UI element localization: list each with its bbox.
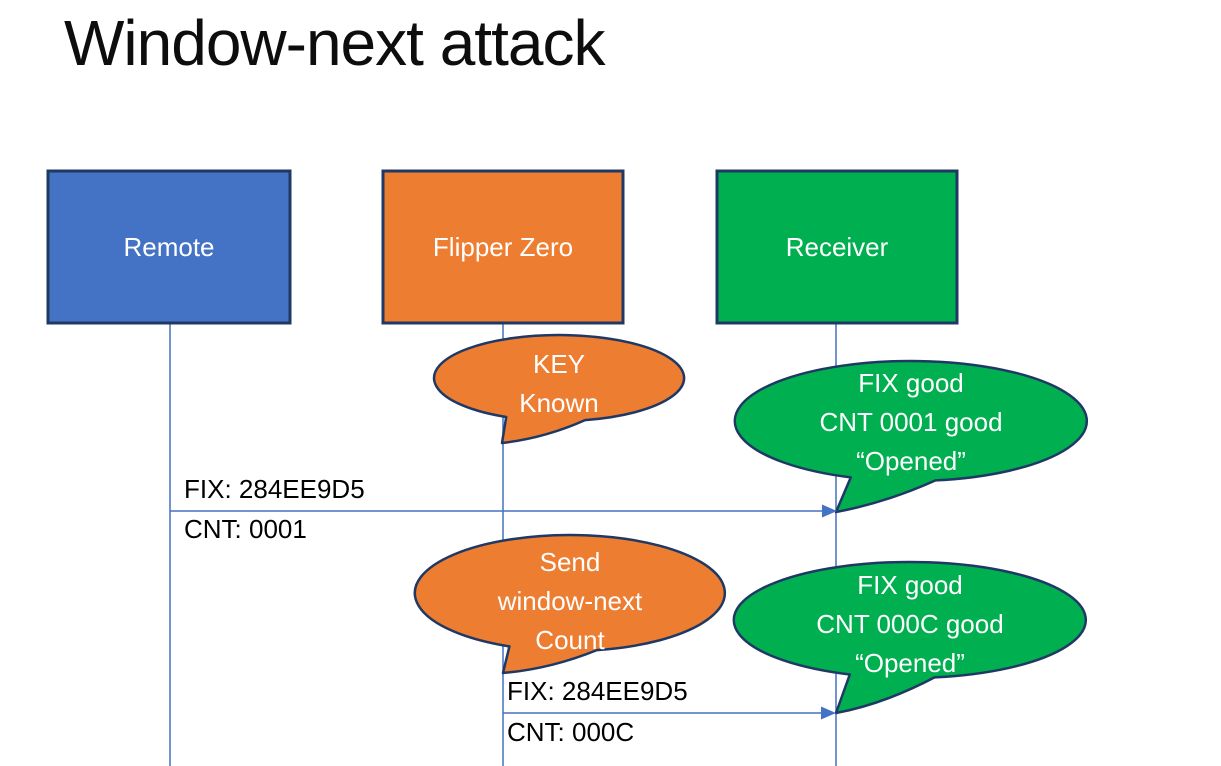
message-arrow-1-head xyxy=(822,504,837,518)
actor-label-receiver: Receiver xyxy=(785,231,889,262)
callout-opened-first xyxy=(733,359,1089,514)
slide-title: Window-next attack xyxy=(64,7,605,79)
callout-send-window-next xyxy=(413,533,727,675)
actor-label-flipper: Flipper Zero xyxy=(432,231,574,262)
callout-text-send-window-next: Send window-next Count xyxy=(497,546,643,655)
message-2-cnt-label: CNT: 000C xyxy=(507,717,635,747)
actor-box-remote xyxy=(46,169,292,325)
actor-box-receiver xyxy=(715,169,959,325)
callout-text-key-known: KEY Known xyxy=(519,349,599,418)
callout-key-known xyxy=(432,333,686,445)
callout-text-opened-second: FIX good CNT 000C good “Opened” xyxy=(816,569,1004,678)
message-2-fix-label: FIX: 284EE9D5 xyxy=(507,676,688,706)
message-1-cnt-label: CNT: 0001 xyxy=(184,514,307,544)
actor-box-flipper xyxy=(381,169,625,325)
actor-label-remote: Remote xyxy=(123,231,215,262)
message-arrow-2-head xyxy=(821,706,836,720)
message-1-fix-label: FIX: 284EE9D5 xyxy=(184,474,365,504)
callout-opened-second xyxy=(732,560,1088,715)
callout-text-opened-first: FIX good CNT 0001 good “Opened” xyxy=(819,367,1003,476)
